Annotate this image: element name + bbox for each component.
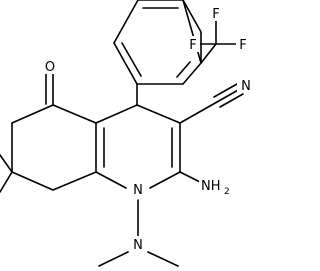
bond-cn-triple-2 [219,93,244,108]
bond-c7-methyl-2 [0,171,13,193]
bond-c7-c8 [11,171,54,191]
bond-c-aryl [200,43,217,64]
bond-c4a-c4 [95,104,138,124]
atom-amino-subscript: 2 [224,187,230,197]
atom-amino-nh: NH [201,179,221,194]
bond-ar-double-2 [176,61,191,78]
gem-dimethyl-group [0,154,13,193]
bond-ar-3 [182,62,202,85]
bond-c5-c6 [11,104,54,124]
bond-c2-nh2 [179,171,201,183]
bond-c4a-c5 [52,104,97,124]
atom-oxygen: O [45,60,55,75]
bond-n-methyl-2 [147,251,179,267]
atom-nitrogen-ring: N [133,183,143,198]
bond-ar-double-3 [121,42,142,77]
bond-n-methyl-1 [98,251,129,267]
bond-n1-c8a [95,171,127,189]
atom-nitrogen-dimethyl: N [133,238,143,253]
dihydropyridine-ring [95,104,181,189]
molecule-drawing: F F F O N N NH 2 N [0,0,253,267]
bond-c4-c3 [136,104,181,124]
bond-ar-edge [182,0,202,33]
bond-c2-n1 [149,171,181,189]
atom-fluorine-top: F [212,7,219,22]
bond-c3-cn [179,101,218,124]
benzene-ring [113,0,202,85]
bond-ar-6 [113,0,139,44]
trifluoromethyl-group [196,17,238,64]
cyclohexanone-ring [11,104,97,191]
bond-cn-triple-3 [213,83,238,98]
structure-canvas: F F F O N N NH 2 N [0,0,253,267]
atom-nitrogen-nitrile: N [241,79,251,94]
atom-fluorine-right: F [239,38,246,53]
bond-ar-5 [113,42,138,85]
atom-labels: F F F O N N NH 2 N [43,5,253,253]
carbonyl-group [45,72,54,106]
nitrile-group [179,83,244,124]
bond-c7-methyl-1 [0,154,13,173]
bond-cn-triple-1 [216,88,241,103]
bond-ar-2 [182,0,202,64]
dimethylamino-group [98,199,179,267]
atom-fluorine-left: F [189,38,196,53]
bond-c8-c8a [52,171,97,191]
